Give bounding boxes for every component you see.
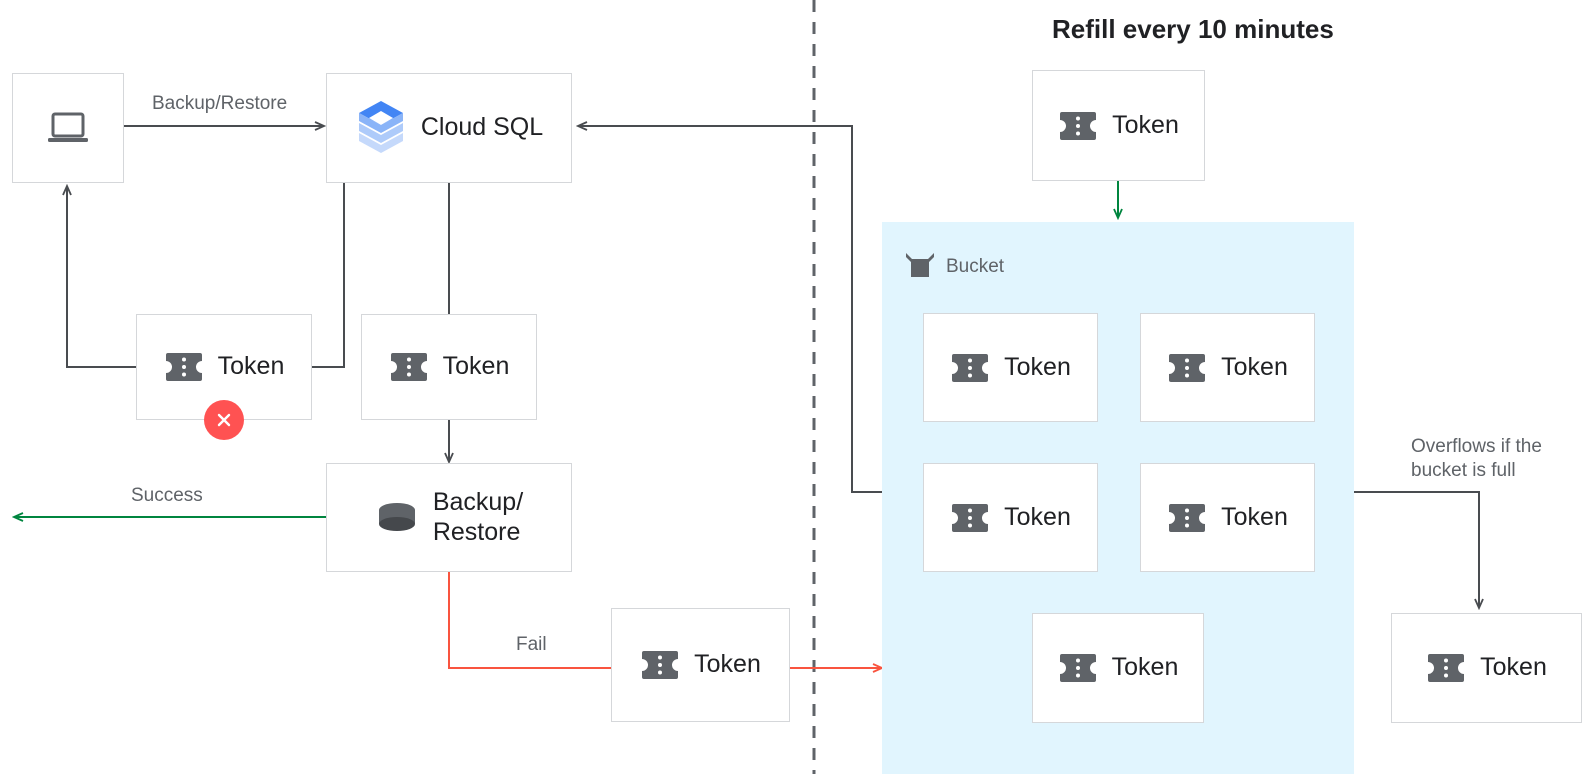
token-icon (1058, 652, 1098, 684)
node-token-sql-label: Token (442, 352, 510, 381)
node-bucket-token-4[interactable]: Token (1140, 463, 1315, 572)
error-badge (204, 400, 244, 440)
node-bucket-token-1-label: Token (1004, 352, 1071, 381)
edge-label-backup-restore: Backup/Restore (152, 93, 288, 114)
node-cloud-sql-label: Cloud SQL (420, 113, 544, 142)
node-bucket-token-1[interactable]: Token (923, 313, 1098, 422)
edge-label-fail: Fail (516, 634, 547, 655)
bucket-icon (903, 249, 937, 284)
edge-label-success: Success (131, 485, 203, 506)
node-bucket-token-3[interactable]: Token (923, 463, 1098, 572)
edge-token-client-to-client (67, 186, 136, 368)
node-bucket-token-2-label: Token (1221, 352, 1288, 381)
node-backup-restore[interactable]: Backup/ Restore (326, 463, 572, 572)
node-client[interactable] (12, 73, 124, 183)
edge-bucket-to-cloudsql (578, 126, 882, 493)
node-token-overflow-label: Token (1480, 653, 1547, 682)
bucket-tag: Bucket (903, 249, 1004, 284)
node-bucket-token-3-label: Token (1004, 502, 1071, 531)
node-bucket-token-5[interactable]: Token (1032, 613, 1204, 723)
node-cloud-sql[interactable]: Cloud SQL (326, 73, 572, 183)
node-bucket-token-5-label: Token (1111, 653, 1179, 682)
node-backup-restore-label: Backup/ Restore (432, 488, 524, 546)
node-token-client-label: Token (217, 352, 285, 381)
edge-overflow (1354, 491, 1479, 608)
node-token-overflow[interactable]: Token (1391, 613, 1582, 723)
token-icon (1058, 110, 1098, 142)
node-token-refill-label: Token (1112, 110, 1179, 139)
edge-label-overflow: Overflows if the bucket is full (1411, 436, 1542, 481)
database-icon (375, 499, 419, 537)
token-icon (950, 352, 990, 384)
token-icon (164, 351, 204, 383)
laptop-icon (45, 109, 91, 147)
cloud-sql-icon (355, 99, 407, 157)
bucket-tag-label: Bucket (946, 255, 1005, 277)
node-bucket-token-2[interactable]: Token (1140, 313, 1315, 422)
token-icon (640, 649, 680, 681)
node-token-fail-label: Token (694, 650, 761, 679)
token-icon (1426, 652, 1466, 684)
node-token-sql[interactable]: Token (361, 314, 537, 420)
node-bucket-token-4-label: Token (1221, 502, 1288, 531)
token-icon (389, 351, 429, 383)
page-title: Refill every 10 minutes (1052, 14, 1334, 44)
node-token-fail[interactable]: Token (611, 608, 790, 722)
token-icon (1167, 502, 1207, 534)
token-icon (1167, 352, 1207, 384)
token-icon (950, 502, 990, 534)
node-token-refill[interactable]: Token (1032, 70, 1205, 181)
edge-cloudsql-to-token-client (312, 182, 345, 368)
close-icon (217, 413, 231, 427)
